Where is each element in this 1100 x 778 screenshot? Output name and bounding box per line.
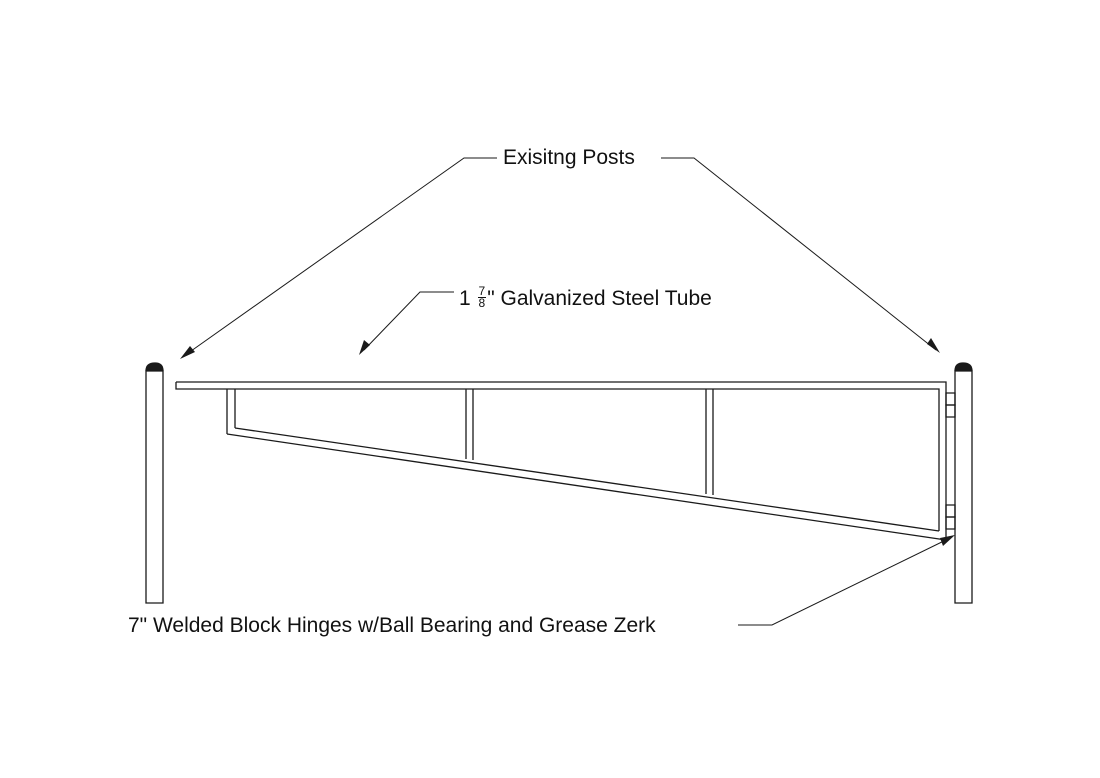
- arrow-head-tube: [359, 340, 370, 355]
- hinges-leader: [738, 537, 951, 626]
- right-post: [955, 363, 972, 603]
- tube-size-whole: 1: [459, 287, 471, 311]
- arrow-head-hinge: [940, 535, 955, 546]
- tube-description: " Galvanized Steel Tube: [487, 287, 712, 311]
- tube-size-denominator: 8: [478, 296, 486, 310]
- tube-leader: [363, 291, 454, 351]
- leader-lines: [183, 157, 951, 626]
- hinges-label: 7" Welded Block Hinges w/Ball Bearing an…: [128, 614, 656, 637]
- posts-leader-left: [183, 157, 497, 357]
- arrow-head-right-post: [927, 338, 940, 353]
- arrow-heads: [180, 338, 955, 546]
- posts-leader-right: [661, 157, 937, 351]
- tube-size-fraction: 7 8: [477, 284, 487, 310]
- left-post: [146, 363, 163, 603]
- arrow-head-left-post: [180, 346, 195, 359]
- steel-tube-label: 1 7 8 " Galvanized Steel Tube: [459, 284, 712, 311]
- tube-size-numerator: 7: [477, 284, 487, 298]
- gate-frame: [175, 381, 947, 540]
- block-hinges: [946, 393, 955, 529]
- existing-posts-label: Exisitng Posts: [503, 146, 635, 169]
